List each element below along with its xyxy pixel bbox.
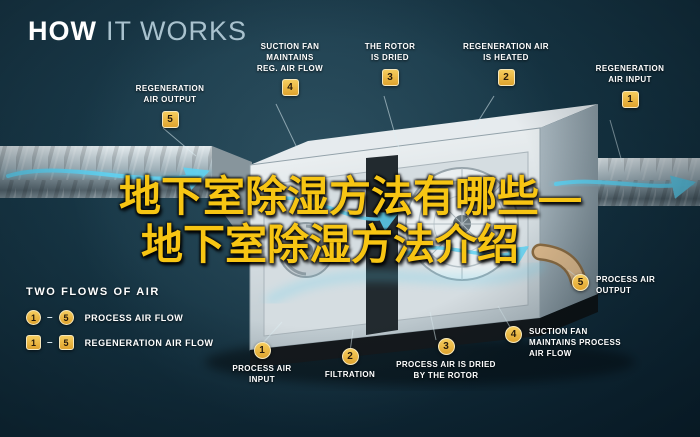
callout-process-air-input: 1 PROCESS AIR INPUT (218, 342, 306, 386)
callout-label: PROCESS AIR OUTPUT (596, 275, 656, 295)
callout-rotor-dried: THE ROTOR IS DRIED 3 (348, 42, 432, 86)
callout-suction-fan-reg: SUCTION FAN MAINTAINS REG. AIR FLOW 4 (240, 42, 340, 97)
legend-title: TWO FLOWS OF AIR (26, 286, 160, 298)
step-badge-1-regeneration: 1 (621, 90, 639, 108)
legend-row-regeneration: 1 – 5 REGENERATION AIR FLOW (26, 335, 214, 350)
step-badge-2-process: 2 (341, 348, 359, 365)
step-badge-2-regeneration: 2 (497, 68, 515, 86)
legend-dash: – (47, 312, 53, 323)
headline-line-2: 地下室除湿方法介绍 (140, 221, 520, 268)
callout-label: SUCTION FAN MAINTAINS REG. AIR FLOW (256, 42, 324, 73)
legend: TWO FLOWS OF AIR 1 – 5 PROCESS AIR FLOW … (26, 286, 214, 360)
callout-label: SUCTION FAN MAINTAINS PROCESS AIR FLOW (529, 327, 621, 358)
step-badge-5-process: 5 (572, 274, 589, 291)
title-it-works: IT WORKS (105, 16, 247, 46)
page-title: HOW IT WORKS (28, 16, 247, 47)
step-badge-3-regeneration: 3 (381, 68, 399, 86)
legend-badge-from: 1 (26, 310, 41, 325)
callout-label: FILTRATION (324, 370, 376, 379)
callout-label: PROCESS AIR INPUT (232, 364, 292, 384)
legend-label-process-air-flow: PROCESS AIR FLOW (84, 312, 184, 323)
legend-badge-to: 5 (58, 310, 74, 325)
callout-label: REGENERATION AIR IS HEATED (463, 42, 549, 62)
legend-badge-to: 5 (58, 335, 74, 350)
callout-suction-fan-process: 4 SUCTION FAN MAINTAINS PROCESS AIR FLOW (505, 326, 621, 359)
legend-label-regeneration-air-flow: REGENERATION AIR FLOW (84, 337, 214, 348)
callout-regeneration-heated: REGENERATION AIR IS HEATED 2 (446, 42, 566, 86)
callout-filtration: 2 FILTRATION (306, 348, 394, 381)
callout-label: REGENERATION AIR OUTPUT (135, 84, 205, 104)
callout-regeneration-air-input: REGENERATION AIR INPUT 1 (578, 64, 682, 108)
legend-badge-from: 1 (26, 335, 41, 350)
callout-label: REGENERATION AIR INPUT (595, 64, 665, 84)
step-badge-4-regeneration: 4 (281, 79, 299, 97)
legend-dash: – (47, 337, 53, 348)
callout-process-air-output: 5 PROCESS AIR OUTPUT (572, 274, 655, 297)
step-badge-5-regeneration: 5 (161, 110, 179, 128)
step-badge-3-process: 3 (437, 338, 455, 355)
title-how: HOW (28, 16, 97, 46)
callout-process-dried-by-rotor: 3 PROCESS AIR IS DRIED BY THE ROTOR (384, 338, 508, 382)
step-badge-1-process: 1 (253, 342, 271, 359)
legend-row-process: 1 – 5 PROCESS AIR FLOW (26, 310, 214, 325)
callout-regeneration-air-output: REGENERATION AIR OUTPUT 5 (120, 84, 220, 128)
headline-line-1: 地下室除湿方法有哪些— (118, 173, 582, 220)
callout-label: THE ROTOR IS DRIED (364, 42, 416, 62)
callout-label: PROCESS AIR IS DRIED BY THE ROTOR (396, 360, 496, 380)
